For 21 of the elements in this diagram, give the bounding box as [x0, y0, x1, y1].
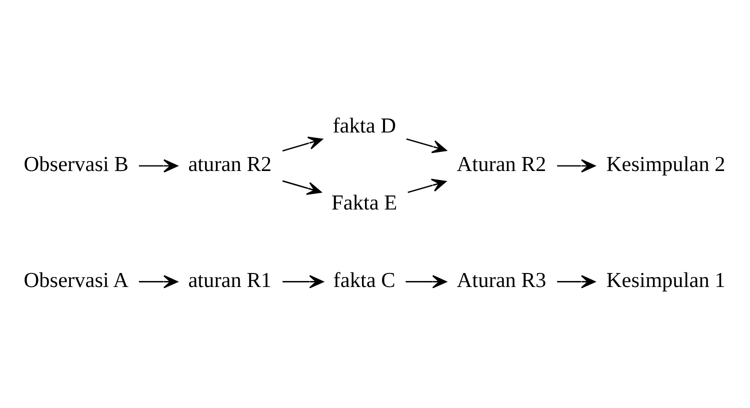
node-text: Kesimpulan 1	[606, 267, 726, 292]
arrow	[282, 274, 324, 288]
arrow	[557, 158, 596, 172]
arrow	[138, 274, 178, 288]
node-text: Observasi A	[24, 267, 128, 292]
arrow	[406, 138, 447, 153]
arrow	[408, 178, 446, 193]
arrow	[282, 136, 323, 151]
node-text: fakta C	[333, 267, 396, 292]
arrow	[406, 274, 447, 288]
node-text: aturan R1	[188, 267, 272, 292]
node-text: fakta D	[332, 112, 396, 137]
arrow	[138, 158, 178, 172]
node-text: Aturan R2	[456, 151, 546, 176]
node-text: Aturan R3	[456, 267, 546, 292]
node-text: Fakta E	[332, 190, 398, 214]
arrow	[282, 180, 322, 194]
node-text: Kesimpulan 2	[606, 151, 726, 176]
node-text: aturan R2	[188, 151, 272, 176]
arrow	[557, 274, 596, 288]
node-text: Observasi B	[24, 151, 128, 176]
